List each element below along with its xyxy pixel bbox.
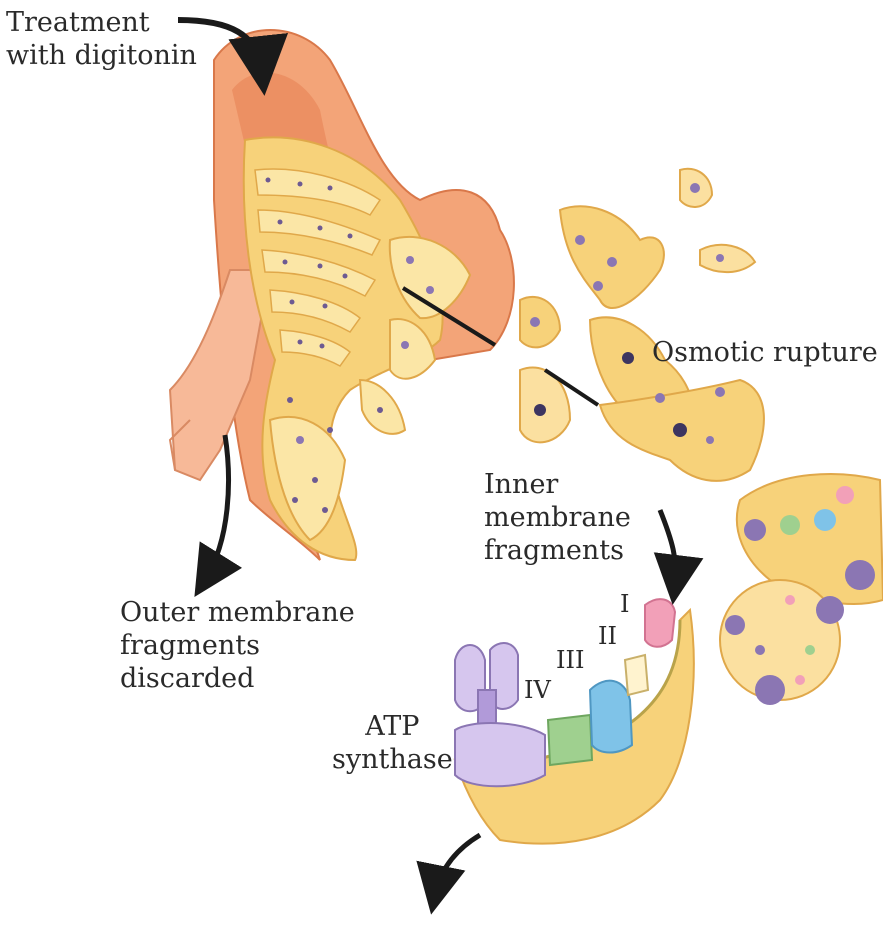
label-outer-membrane-fragments: Outer membrane fragments discarded bbox=[120, 596, 355, 695]
label-atp-line1: ATP bbox=[332, 710, 453, 743]
complex-i-shape bbox=[645, 599, 675, 647]
label-treatment: Treatment with digitonin bbox=[6, 6, 197, 72]
label-inner-membrane-fragments: Inner membrane fragments bbox=[484, 468, 631, 567]
arrow-inner-fragments bbox=[660, 510, 676, 585]
label-inner-line1: Inner bbox=[484, 468, 631, 501]
inverted-vesicles bbox=[720, 474, 883, 705]
label-outer-line1: Outer membrane bbox=[120, 596, 355, 629]
label-complex-i: I bbox=[620, 590, 629, 618]
label-treatment-line2: with digitonin bbox=[6, 39, 197, 72]
label-inner-line3: fragments bbox=[484, 534, 631, 567]
label-complex-iv: IV bbox=[524, 676, 551, 704]
atp-synthase-complex bbox=[455, 643, 545, 786]
label-treatment-line1: Treatment bbox=[6, 6, 197, 39]
arrow-next-step bbox=[435, 835, 480, 895]
complex-iv-shape bbox=[548, 715, 592, 765]
complex-ii-shape bbox=[625, 655, 648, 695]
label-atp-synthase: ATP synthase bbox=[332, 710, 453, 776]
label-complex-ii: II bbox=[598, 622, 617, 650]
label-atp-line2: synthase bbox=[332, 743, 453, 776]
inner-membrane-fragments bbox=[520, 169, 764, 481]
label-inner-line2: membrane bbox=[484, 501, 631, 534]
label-osmotic-rupture: Osmotic rupture bbox=[652, 336, 878, 369]
complex-iii-shape bbox=[590, 681, 632, 753]
label-outer-line3: discarded bbox=[120, 662, 355, 695]
label-outer-line2: fragments bbox=[120, 629, 355, 662]
label-complex-iii: III bbox=[556, 646, 584, 674]
